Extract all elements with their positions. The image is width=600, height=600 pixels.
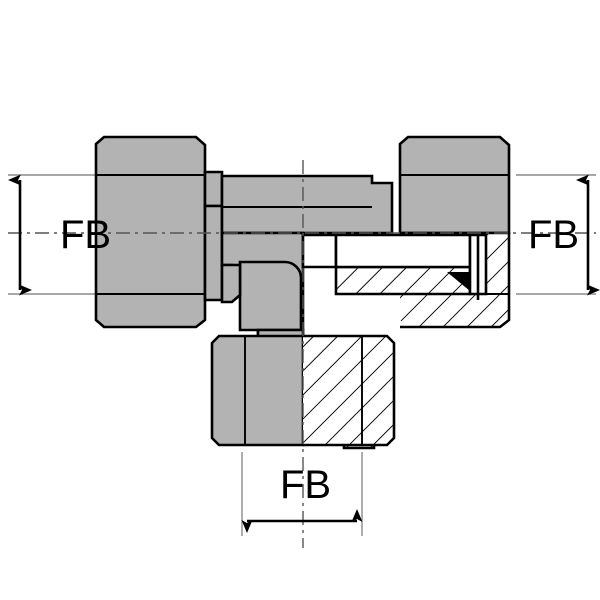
bottom-hex-nut-hatch xyxy=(303,336,394,445)
right-hex-nut-lower-outline xyxy=(400,231,511,329)
bottom-nut-section-group xyxy=(303,336,394,445)
dimension-right-label: FB xyxy=(528,213,579,257)
right-sleeve-section xyxy=(301,233,488,300)
right-bore-passage xyxy=(334,233,472,269)
left-hex-nut-body xyxy=(94,135,207,329)
dimension-right: FB xyxy=(528,174,600,296)
body-left-shoulder-lower xyxy=(203,204,224,302)
ferrule-bite-marker xyxy=(447,272,470,291)
bottom-hex-nut-left xyxy=(210,334,305,447)
dimension-bottom-label: FB xyxy=(280,463,331,507)
bottom-hex-nut xyxy=(210,334,396,447)
body-fillet-detail xyxy=(238,260,303,332)
right-hex-nut xyxy=(398,135,511,329)
body-run-upper xyxy=(220,174,394,235)
bottom-hex-nut-right-outline xyxy=(303,334,396,447)
right-sleeve-hatch xyxy=(336,267,470,294)
right-bore-upper xyxy=(301,233,338,269)
left-hex-nut xyxy=(94,135,207,329)
body-left-shoulder-upper xyxy=(203,170,224,208)
dimension-left: FB xyxy=(8,174,111,296)
right-hex-nut-upper xyxy=(398,135,511,235)
body-left-notch xyxy=(220,263,242,304)
centerlines xyxy=(8,160,596,548)
dimension-left-label: FB xyxy=(60,213,111,257)
dimension-bottom: FB xyxy=(241,463,363,533)
